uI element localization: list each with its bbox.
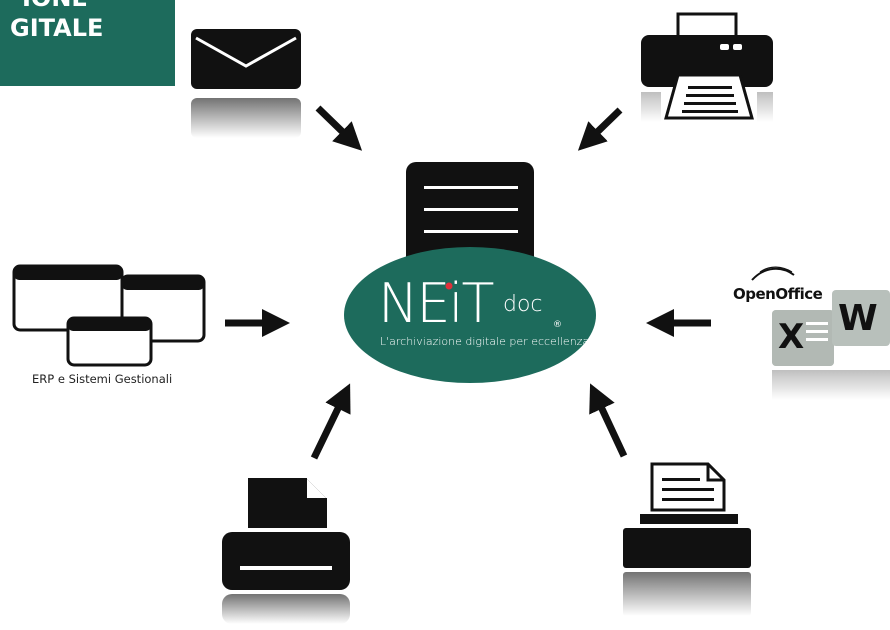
erp-caption: ERP e Sistemi Gestionali — [32, 372, 173, 386]
arrow-from-printer — [577, 107, 623, 151]
server-icon — [406, 162, 534, 272]
banner-line-1: IONE — [22, 0, 88, 12]
typewriter-printer-icon — [623, 462, 751, 616]
banner-line-2: GITALE — [10, 14, 104, 42]
arrow-from-email — [315, 105, 363, 151]
logo-ellipse — [344, 247, 596, 383]
arrows — [225, 105, 711, 460]
arrow-from-typewriter — [589, 383, 628, 458]
arrow-from-fax — [310, 383, 351, 460]
logo-red-dot — [445, 282, 453, 290]
section-banner: IONE GITALE — [0, 0, 175, 86]
excel-letter: X — [778, 317, 804, 357]
logo-suffix: doc — [503, 292, 543, 317]
logo-wordmark: NEiT — [378, 272, 495, 335]
erp-windows-icon — [12, 264, 206, 367]
openoffice-label: OpenOffice — [733, 285, 823, 303]
envelope-icon — [191, 29, 301, 138]
fax-icon — [222, 478, 350, 624]
logo-registered-mark: ® — [553, 320, 562, 330]
printer-icon — [641, 12, 773, 122]
office-icon: X W — [751, 266, 890, 400]
logo-tagline: L'archiviazione digitale per eccellenza — [380, 335, 590, 348]
word-letter: W — [838, 298, 878, 339]
